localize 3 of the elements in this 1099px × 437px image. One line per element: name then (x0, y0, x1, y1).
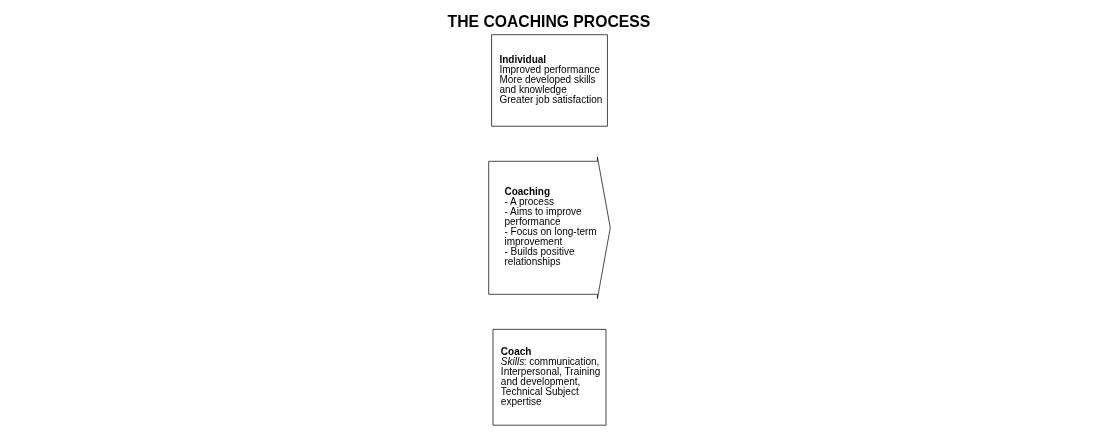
node-box: Individual Improved performance More developed skills and knowledge Greater job satisfaction (491, 34, 608, 127)
node-box: Coach Skills: communication, Interpersonal, Training and development, Technical Subject expertise (492, 329, 607, 426)
diagram-title: THE COACHING PROCESS (447, 12, 651, 30)
